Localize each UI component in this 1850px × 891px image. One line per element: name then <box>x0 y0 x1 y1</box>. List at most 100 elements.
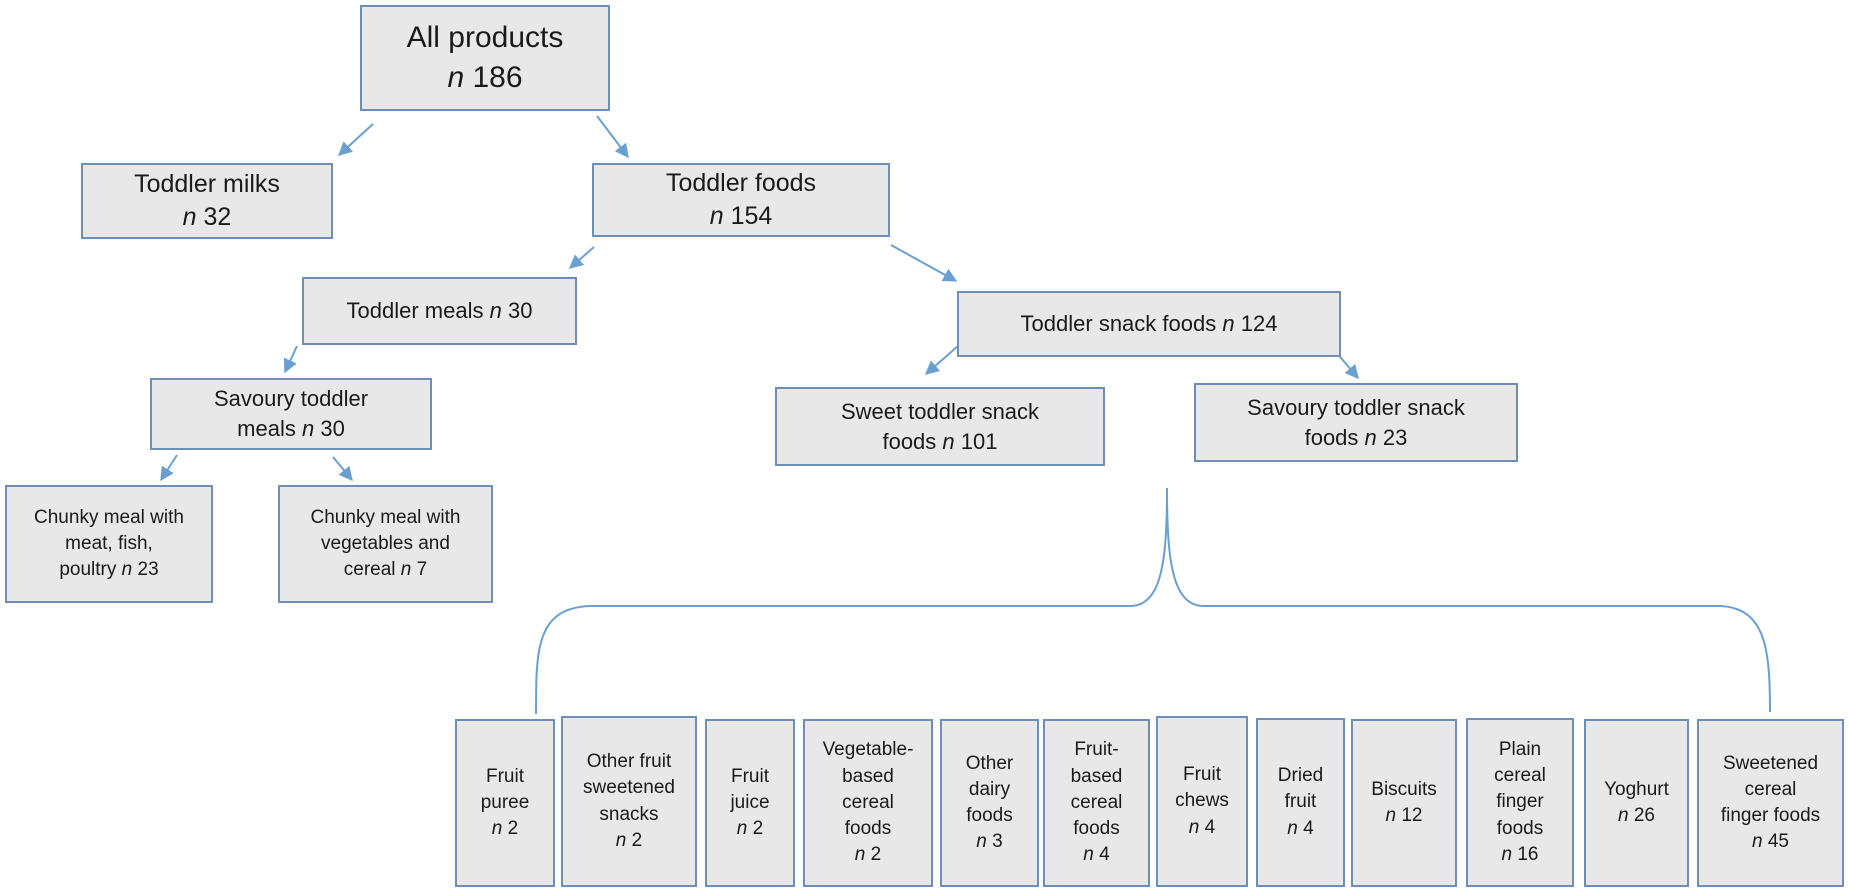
category-line: Fruit <box>731 765 769 787</box>
n-symbol: n <box>1188 816 1200 838</box>
n-symbol: n <box>709 202 724 230</box>
toddler-meals-label: Toddler meals <box>346 298 484 324</box>
category-line: Dried <box>1277 765 1324 787</box>
category-count: 4 <box>1303 817 1314 839</box>
n-symbol: n <box>1364 424 1377 450</box>
root-box: All products n 186 <box>360 5 610 111</box>
chunky-veg-line-3: cereal <box>343 559 396 581</box>
savoury-snack-label-2: foods <box>1304 424 1359 450</box>
n-symbol: n <box>1385 805 1397 826</box>
toddler-milks-label: Toddler milks <box>134 170 280 198</box>
category-count: 4 <box>1099 844 1110 866</box>
arrow-root-to-milks <box>337 123 374 156</box>
category-line: foods <box>844 818 892 840</box>
n-symbol: n <box>1083 844 1094 866</box>
sweet-snack-label-2: foods <box>882 428 937 454</box>
sweet-snack-count: 101 <box>960 428 998 454</box>
category-line: snacks <box>599 803 659 825</box>
category-box: Fruit- based cereal foods n 4 <box>1043 719 1150 887</box>
category-box: Fruit puree n 2 <box>455 719 555 887</box>
toddler-foods-count: 154 <box>730 202 773 230</box>
category-brace <box>535 487 1771 715</box>
category-box: Biscuits n 12 <box>1351 719 1457 887</box>
category-box: Other fruit sweetened snacks n 2 <box>561 716 697 887</box>
arrow-root-to-foods <box>596 115 629 159</box>
category-box: Sweetened cereal finger foods n 45 <box>1697 719 1844 887</box>
arrow-meals-to-savoury-meals <box>283 345 298 374</box>
savoury-toddler-meals-label-1: Savoury toddler <box>213 386 369 412</box>
n-symbol: n <box>491 818 503 840</box>
category-line: finger <box>1496 791 1544 813</box>
toddler-milks-box: Toddler milks n 32 <box>81 163 333 239</box>
category-count: 12 <box>1401 805 1423 826</box>
category-box: Dried fruit n 4 <box>1256 718 1345 887</box>
category-count: 2 <box>870 844 882 866</box>
arrow-snacks-to-sweet <box>924 345 959 375</box>
n-symbol: n <box>489 298 502 324</box>
category-line: foods <box>966 805 1013 826</box>
chunky-meat-line-1: Chunky meal with <box>34 506 184 528</box>
n-symbol: n <box>447 61 465 94</box>
category-count: 16 <box>1517 843 1539 865</box>
arrow-savoury-meals-to-chunky-veg <box>332 456 353 482</box>
n-symbol: n <box>121 559 133 581</box>
category-line: cereal <box>1744 778 1797 800</box>
n-symbol: n <box>1222 311 1235 337</box>
category-line: Biscuits <box>1371 778 1437 800</box>
n-symbol: n <box>854 844 866 866</box>
category-line: juice <box>730 791 770 813</box>
chunky-veg-line-2: vegetables and <box>321 532 450 554</box>
toddler-foods-box: Toddler foods n 154 <box>592 163 890 237</box>
n-symbol: n <box>615 829 627 851</box>
category-line: foods <box>1496 817 1544 839</box>
category-count: 26 <box>1633 805 1655 826</box>
category-line: Fruit- <box>1074 739 1119 761</box>
category-line: fruit <box>1284 791 1317 813</box>
arrow-savoury-meals-to-chunky-meat <box>160 454 178 482</box>
category-box: Yoghurt n 26 <box>1584 719 1689 887</box>
toddler-meals-count: 30 <box>507 298 533 324</box>
category-box: Vegetable- based cereal foods n 2 <box>803 719 933 887</box>
category-box: Other dairy foods n 3 <box>940 719 1039 887</box>
category-line: sweetened <box>583 777 675 799</box>
n-symbol: n <box>182 203 197 231</box>
savoury-toddler-meals-label-2: meals <box>237 416 296 441</box>
category-count: 2 <box>631 829 643 851</box>
category-line: Vegetable- <box>822 739 914 761</box>
n-symbol: n <box>976 831 987 853</box>
savoury-toddler-snack-foods-box: Savoury toddler snack foods n 23 <box>1194 383 1518 462</box>
category-line: Other <box>965 752 1014 774</box>
chunky-meal-meat-box: Chunky meal with meat, fish, poultry n 2… <box>5 485 213 603</box>
n-symbol: n <box>400 559 412 581</box>
toddler-milks-count: 32 <box>203 203 232 231</box>
n-symbol: n <box>1287 817 1298 839</box>
category-line: dairy <box>968 778 1011 800</box>
category-line: based <box>1070 765 1123 787</box>
arrow-foods-to-snacks <box>890 244 958 282</box>
root-count: 186 <box>472 61 523 94</box>
toddler-snack-foods-count: 124 <box>1240 311 1278 337</box>
category-line: finger foods <box>1720 805 1821 826</box>
savoury-snack-label-1: Savoury toddler snack <box>1247 394 1465 420</box>
category-line: cereal <box>1070 791 1123 813</box>
category-count: 3 <box>992 831 1003 853</box>
category-line: Plain <box>1498 738 1542 760</box>
category-line: Fruit <box>1183 764 1221 786</box>
category-line: puree <box>480 791 530 813</box>
category-line: foods <box>1073 818 1120 840</box>
category-box: Fruit chews n 4 <box>1156 716 1248 887</box>
savoury-toddler-meals-count: 30 <box>320 416 345 441</box>
toddler-meals-box: Toddler meals n 30 <box>302 277 577 345</box>
n-symbol: n <box>1752 831 1763 853</box>
category-count: 45 <box>1767 831 1789 853</box>
toddler-foods-label: Toddler foods <box>665 169 817 197</box>
category-count: 2 <box>752 818 764 840</box>
n-symbol: n <box>1501 843 1513 865</box>
category-line: cereal <box>842 791 894 813</box>
arrow-foods-to-meals <box>568 246 595 269</box>
n-symbol: n <box>736 818 748 840</box>
sweet-toddler-snack-foods-box: Sweet toddler snack foods n 101 <box>775 387 1105 466</box>
category-line: cereal <box>1494 765 1546 787</box>
category-box: Fruit juice n 2 <box>705 719 795 887</box>
